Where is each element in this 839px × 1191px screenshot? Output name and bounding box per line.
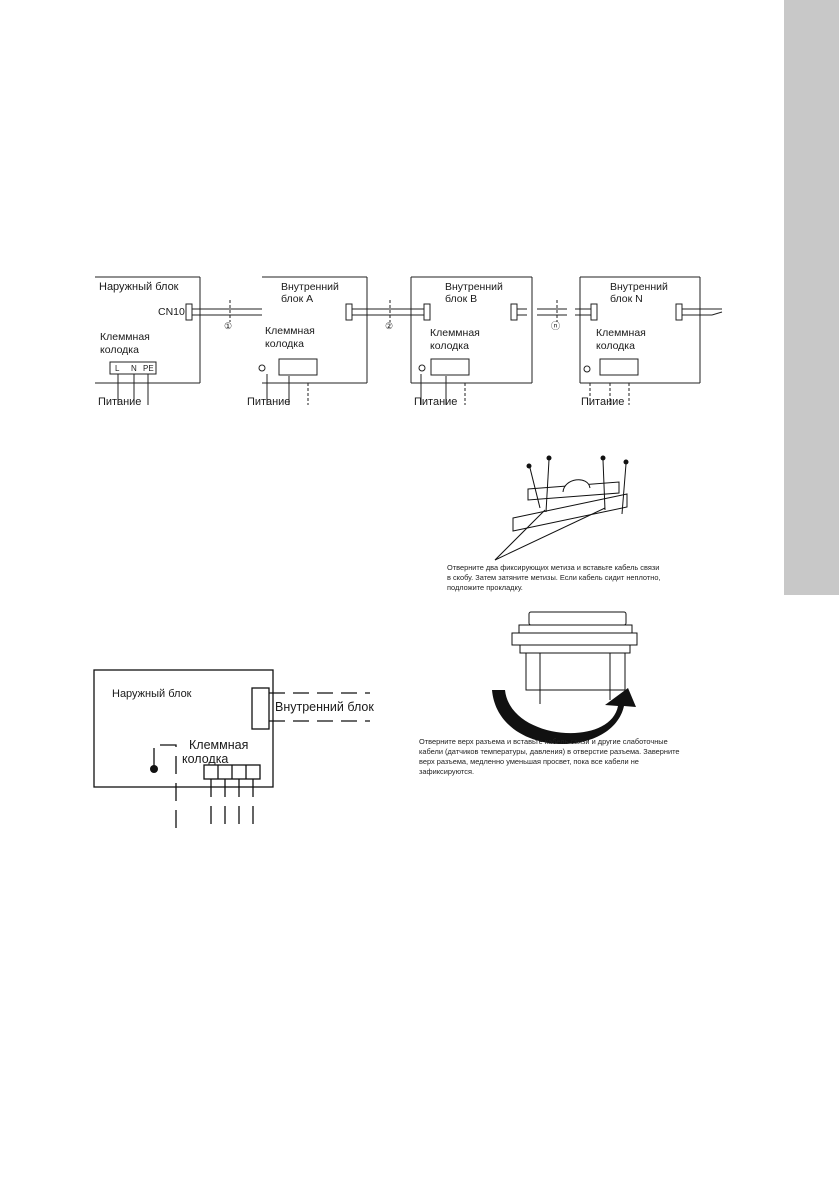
indoor-n-terminal-label-1: Клеммная <box>596 327 646 339</box>
outdoor-unit-label: Наружный блок <box>99 281 179 293</box>
indoor-n-label-2: блок N <box>610 293 643 305</box>
indoor-n-label-1: Внутренний <box>610 281 668 293</box>
section-side-tab <box>784 0 839 595</box>
indoor-b-label-2: блок B <box>445 293 478 305</box>
indoor-a-label-1: Внутренний <box>281 281 339 293</box>
cn10-connector <box>185 303 193 321</box>
indoor-a-terminal-label-2: колодка <box>265 338 304 350</box>
outdoor-terminal-label-1: Клеммная <box>100 331 150 343</box>
indoor-b-terminal-block <box>430 358 470 376</box>
indoor-n-terminal-label-2: колодка <box>596 340 635 352</box>
marker-n: ⓝ <box>551 321 561 331</box>
indoor-b-label-1: Внутренний <box>445 281 503 293</box>
power-label-a: Питание <box>247 396 291 408</box>
indoor-b-terminal-label-2: колодка <box>430 340 469 352</box>
power-label-outdoor: Питание <box>98 396 142 408</box>
rotation-arrow <box>492 688 636 744</box>
clamp-caption-line-2: в скобу. Затем затяните метизы. Если каб… <box>447 573 661 582</box>
cn10-label: CN10 <box>158 306 185 318</box>
indoor-n-terminal-block <box>599 358 639 376</box>
indoor-a-terminal-block <box>278 358 318 376</box>
ground-terminal <box>150 765 158 773</box>
terminal-l: L <box>115 364 120 373</box>
marker-2: ② <box>385 321 394 331</box>
indoor-a-terminal-label-1: Клеммная <box>265 325 315 337</box>
gland-caption-line-1: Отверните верх разъема и вставьте кабель… <box>419 737 668 746</box>
indoor-a-label-2: блок A <box>281 293 314 305</box>
terminal-n: N <box>131 364 137 373</box>
indoor-b-terminal-label-1: Клеммная <box>430 327 480 339</box>
indoor-a-connector <box>345 303 353 321</box>
bottom-outdoor-label: Наружный блок <box>112 688 192 700</box>
bottom-terminal-label-2: колодка <box>182 752 229 766</box>
outdoor-terminal-block <box>109 361 157 375</box>
outdoor-terminal-label-2: колодка <box>100 344 139 356</box>
clamp-caption-line-1: Отверните два фиксирующих метиза и встав… <box>447 563 660 572</box>
indoor-connector <box>251 687 270 730</box>
bottom-indoor-label: Внутренний блок <box>275 700 374 714</box>
indoor-b-connector-in <box>423 303 431 321</box>
bottom-terminal-label-1: Клеммная <box>189 738 249 752</box>
terminal-pe: PE <box>143 364 154 373</box>
clamp-caption: Отверните два фиксирующих метиза и встав… <box>447 563 661 593</box>
gland-caption-line-3: верх разъема, медленно уменьшая просвет,… <box>419 757 639 766</box>
gland-caption-line-4: зафиксируются. <box>419 767 475 776</box>
power-label-b: Питание <box>414 396 458 408</box>
marker-1: ① <box>224 321 233 331</box>
power-label-n: Питание <box>581 396 625 408</box>
clamp-caption-line-3: подложите прокладку. <box>447 583 523 592</box>
gland-caption: Отверните верх разъема и вставьте кабель… <box>419 737 680 777</box>
outdoor-unit-box <box>93 669 274 788</box>
indoor-n-connector-in <box>590 303 598 321</box>
gland-caption-line-2: кабели (датчиков температуры, давления) … <box>419 747 680 756</box>
indoor-n-connector-out <box>675 303 683 321</box>
indoor-b-connector-out <box>510 303 518 321</box>
